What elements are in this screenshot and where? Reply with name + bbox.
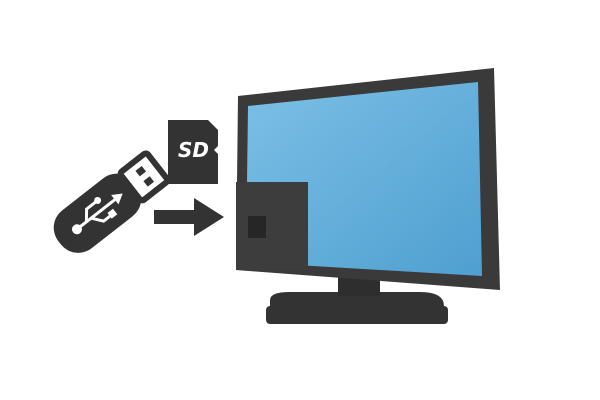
card-slot-icon [248,216,266,238]
sd-card-label: SD [178,138,209,162]
arrow-right-icon [154,198,224,236]
usb-symbol-icon [71,193,123,235]
monitor-side-panel [236,182,308,270]
monitor-icon [236,68,500,324]
usb-drive-icon [53,150,171,253]
sd-card-icon: SD [168,120,218,184]
